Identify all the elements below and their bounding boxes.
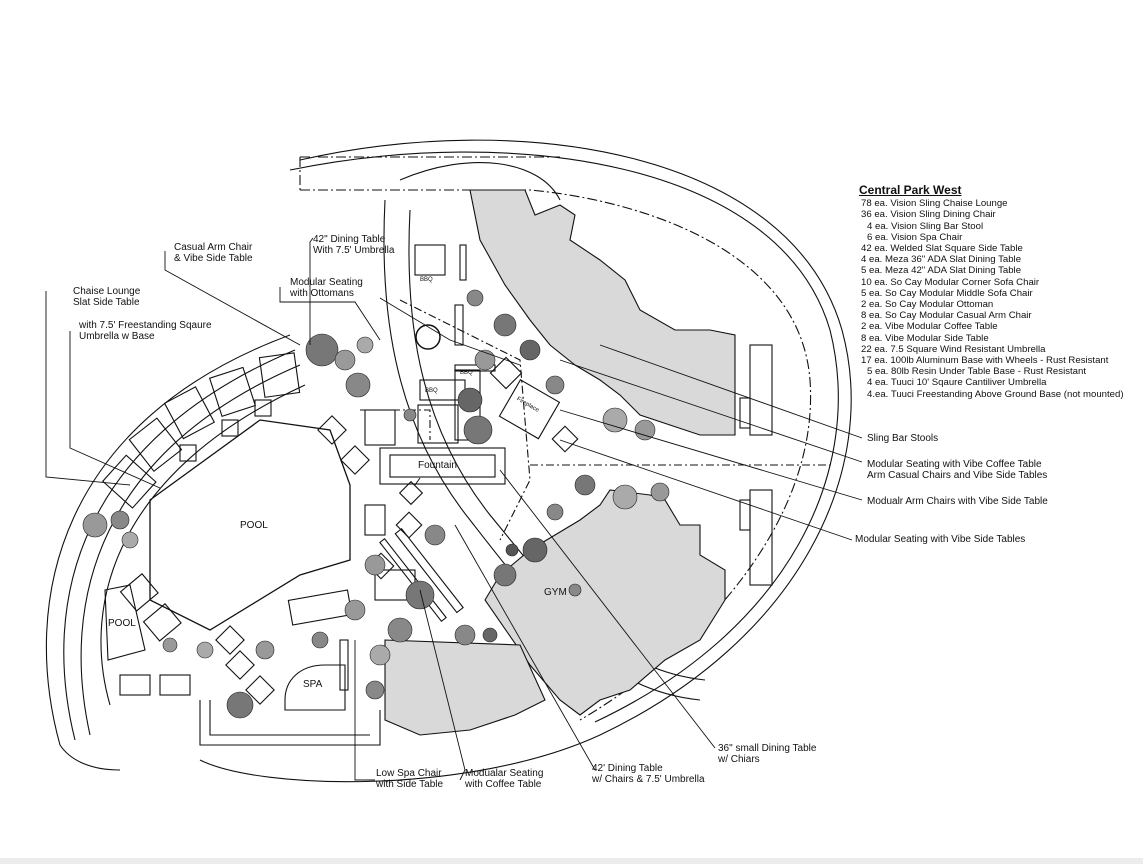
bbq-label-3: BBQ: [460, 370, 473, 376]
legend-item: 10 ea. So Cay Modular Corner Sofa Chair: [861, 276, 1040, 288]
bbq-label-2: BBQ: [425, 388, 438, 394]
bbq-label-1: BBQ: [420, 277, 433, 283]
walkway-ring-3: [80, 364, 301, 736]
outer-site-arc-2: [289, 151, 839, 723]
walkway-ring-outer: [45, 334, 291, 746]
dash-line-1: [399, 299, 531, 541]
plantings: [82, 289, 670, 719]
small-pool-outline: [104, 584, 146, 661]
callout-modular-side-tables: Modular Seating with Vibe Side Tables: [855, 534, 1026, 545]
legend-item: 17 ea. 100lb Aluminum Base with Wheels -…: [861, 355, 1109, 367]
spa-outline: [284, 664, 346, 711]
south-building: [384, 639, 546, 736]
legend-item: 5 ea. 80lb Resin Under Table Base - Rust…: [867, 366, 1086, 378]
umbrella-tables: [179, 356, 579, 705]
legend-item: 4 ea. Tuuci 10' Sqaure Cantiliver Umbrel…: [867, 377, 1047, 389]
fountain-box: [389, 454, 496, 478]
legend-item: 4.ea. Tuuci Freestanding Above Ground Ba…: [867, 388, 1124, 400]
callout-casual-arm-chair: Casual Arm Chair& Vibe Side Table: [174, 242, 253, 264]
legend-item: 78 ea. Vision Sling Chaise Lounge: [861, 198, 1008, 210]
furniture-legend: Central Park West 78 ea. Vision Sling Ch…: [859, 183, 1124, 400]
north-building: [469, 189, 736, 436]
legend-title: Central Park West: [859, 183, 962, 197]
legend-item: 22 ea. 7.5 Square Wind Resistant Umbrell…: [861, 343, 1046, 355]
legend-item: 8 ea. Vibe Modular Side Table: [861, 332, 989, 344]
fountain-label: Fountain: [418, 460, 457, 471]
gym-label: GYM: [544, 587, 567, 598]
bottom-edge-bar: [0, 858, 1143, 864]
spa-label: SPA: [303, 679, 323, 690]
legend-item: 2 ea. So Cay Modular Ottoman: [861, 299, 994, 311]
legend-item: 42 ea. Welded Slat Square Side Table: [861, 243, 1023, 255]
leader-lines: [45, 237, 863, 781]
inner-building-arc: [399, 162, 561, 201]
legend-item: 8 ea. So Cay Modular Casual Arm Chair: [861, 310, 1032, 322]
legend-item: 6 ea. Vision Spa Chair: [867, 231, 963, 243]
plaza-circle: [415, 324, 441, 350]
legend-item: 36 ea. Vision Sling Dining Chair: [861, 209, 996, 221]
callout-sling-bar-stools: Sling Bar Stools: [867, 433, 939, 444]
legend-item: 4 ea. Vision Sling Bar Stool: [867, 220, 984, 232]
chaise-lounges-ring: [101, 352, 301, 696]
main-pool-label: POOL: [240, 520, 268, 531]
legend-item: 5 ea. So Cay Modular Middle Sofa Chair: [861, 287, 1033, 299]
legend-item: 5 ea. Meza 42" ADA Slat Dining Table: [861, 265, 1022, 277]
small-pool-label: POOL: [108, 618, 136, 629]
callout-modular-arm-chairs: Modualr Arm Chairs with Vibe Side Table: [867, 496, 1048, 507]
outer-site-arc: [199, 139, 852, 783]
legend-item: 4 ea. Meza 36" ADA Slat Dining Table: [861, 254, 1022, 266]
legend-item: 2 ea. Vibe Modular Coffee Table: [861, 321, 998, 333]
